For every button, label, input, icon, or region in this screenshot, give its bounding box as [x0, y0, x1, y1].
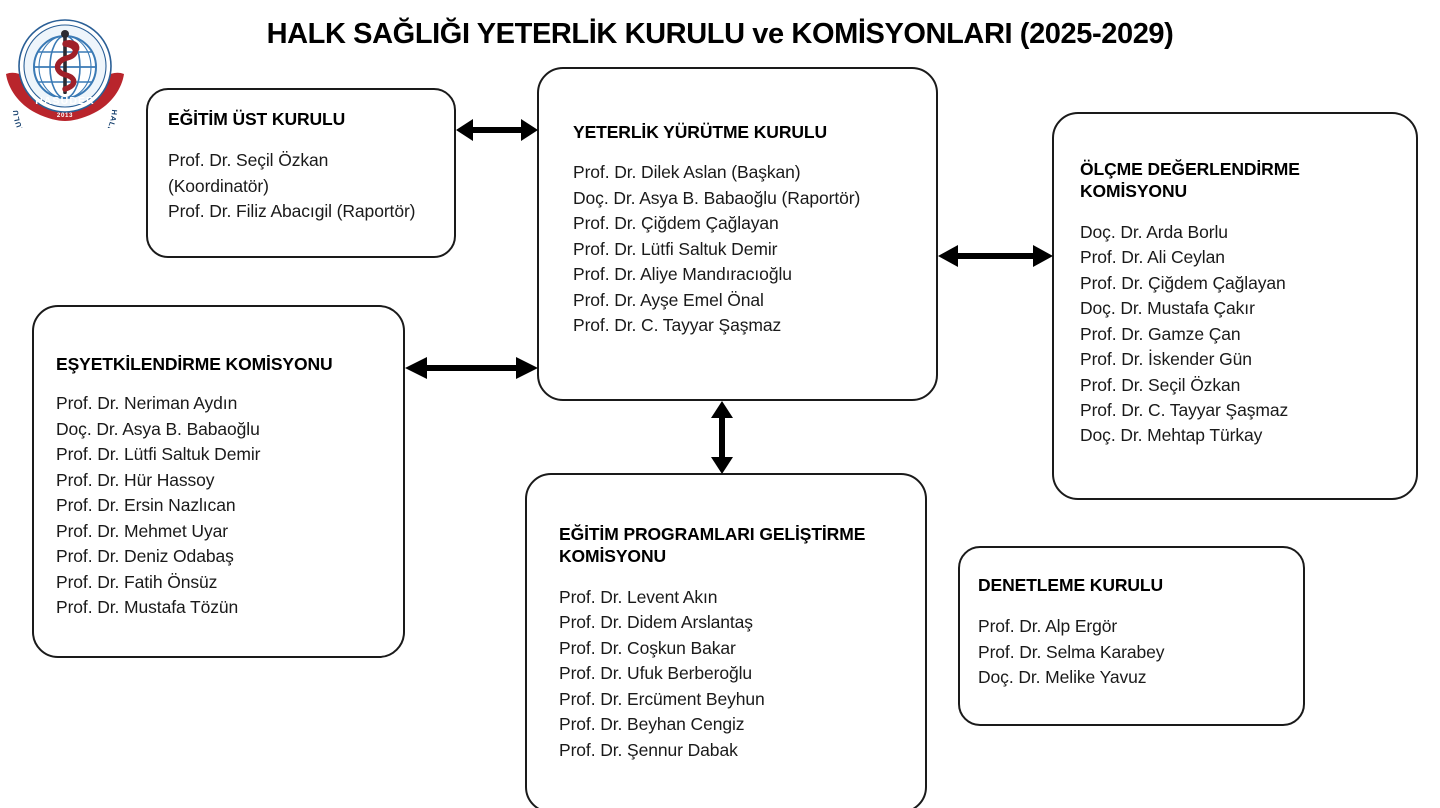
member-list: Prof. Dr. Levent Akın Prof. Dr. Didem Ar…	[559, 585, 907, 763]
list-item: Prof. Dr. Seçil Özkan	[168, 150, 329, 171]
member-list: Prof. Dr. Neriman Aydın Doç. Dr. Asya B.…	[46, 391, 385, 620]
list-item: Prof. Dr. Deniz Odabaş	[56, 546, 234, 567]
hasuder-logo: HALK SAĞLIĞI YETERLİK KURULU HASUDER 201…	[2, 12, 128, 128]
list-item: Doç. Dr. Melike Yavuz	[978, 667, 1147, 688]
node-egitim-programlari-gelistirme-komisyonu[interactable]: EĞİTİM PROGRAMLARI GELİŞTİRME KOMİSYONU …	[525, 473, 927, 808]
list-item: Doç. Dr. Mustafa Çakır	[1080, 298, 1255, 319]
list-item: Prof. Dr. Dilek Aslan (Başkan)	[573, 162, 801, 183]
list-item: Prof. Dr. C. Tayyar Şaşmaz	[1080, 399, 1289, 420]
list-item: Prof. Dr. Hür Hassoy	[56, 469, 215, 490]
logo-year-text: 2013	[57, 112, 73, 119]
list-item: Prof. Dr. Didem Arslantaş	[559, 612, 753, 633]
list-item: Prof. Dr. Ayşe Emel Önal	[573, 289, 764, 310]
list-item: Prof. Dr. Mustafa Tözün	[56, 597, 239, 618]
member-list: Prof. Dr. Seçil Özkan (Koordinatör) Prof…	[168, 148, 436, 224]
node-title: EŞYETKİLENDİRME KOMİSYONU	[56, 354, 333, 374]
list-item: Doç. Dr. Mehtap Türkay	[1080, 425, 1263, 446]
node-esyetkilendirme-komisyonu[interactable]: EŞYETKİLENDİRME KOMİSYONU Prof. Dr. Neri…	[32, 305, 405, 658]
list-item: (Koordinatör)	[168, 175, 269, 196]
list-item: Prof. Dr. Selma Karabey	[978, 641, 1165, 662]
list-item: Prof. Dr. Şennur Dabak	[559, 739, 738, 760]
list-item: Prof. Dr. Fatih Önsüz	[56, 571, 218, 592]
list-item: Doç. Dr. Arda Borlu	[1080, 221, 1228, 242]
list-item: Prof. Dr. Seçil Özkan	[1080, 374, 1241, 395]
double-arrow-horizontal-icon-yeterlik-to-olcme	[938, 240, 1053, 272]
list-item: Prof. Dr. Levent Akın	[559, 586, 718, 607]
list-item: Prof. Dr. Ersin Nazlıcan	[56, 495, 236, 516]
member-list: Doç. Dr. Arda Borlu Prof. Dr. Ali Ceylan…	[1080, 220, 1396, 449]
node-denetleme-kurulu[interactable]: DENETLEME KURULU Prof. Dr. Alp Ergör Pro…	[958, 546, 1305, 726]
node-title: ÖLÇME DEĞERLENDİRME KOMİSYONU	[1080, 159, 1300, 202]
list-item: Prof. Dr. Lütfi Saltuk Demir	[56, 444, 261, 465]
member-list: Prof. Dr. Dilek Aslan (Başkan) Doç. Dr. …	[573, 160, 916, 338]
double-arrow-horizontal-icon-esyetkilendirme-to-yeterlik	[405, 352, 538, 384]
node-title: DENETLEME KURULU	[978, 575, 1164, 595]
list-item: Prof. Dr. Ufuk Berberoğlu	[559, 663, 752, 684]
list-item: Prof. Dr. Ercüment Beyhun	[559, 688, 765, 709]
node-title: EĞİTİM ÜST KURULU	[168, 109, 346, 129]
list-item: Prof. Dr. Mehmet Uyar	[56, 520, 228, 541]
page-title: HALK SAĞLIĞI YETERLİK KURULU ve KOMİSYON…	[266, 18, 1174, 50]
node-title: EĞİTİM PROGRAMLARI GELİŞTİRME KOMİSYONU	[559, 524, 866, 567]
list-item: Prof. Dr. Çiğdem Çağlayan	[573, 213, 779, 234]
list-item: Prof. Dr. Ali Ceylan	[1080, 247, 1225, 268]
list-item: Doç. Dr. Asya B. Babaoğlu	[56, 418, 260, 439]
list-item: Prof. Dr. Gamze Çan	[1080, 323, 1241, 344]
member-list: Prof. Dr. Alp Ergör Prof. Dr. Selma Kara…	[978, 614, 1285, 690]
list-item: Prof. Dr. Lütfi Saltuk Demir	[573, 238, 778, 259]
double-arrow-horizontal-icon-egitim-ust-to-yeterlik	[456, 114, 538, 146]
list-item: Prof. Dr. Coşkun Bakar	[559, 637, 736, 658]
list-item: Prof. Dr. C. Tayyar Şaşmaz	[573, 315, 782, 336]
list-item: Prof. Dr. İskender Gün	[1080, 349, 1252, 370]
list-item: Prof. Dr. Beyhan Cengiz	[559, 714, 745, 735]
list-item: Doç. Dr. Asya B. Babaoğlu (Raportör)	[573, 187, 861, 208]
double-arrow-vertical-icon-yeterlik-to-egitim-programlari	[706, 401, 738, 474]
node-olcme-degerlendirme-komisyonu[interactable]: ÖLÇME DEĞERLENDİRME KOMİSYONU Doç. Dr. A…	[1052, 112, 1418, 500]
node-title: YETERLİK YÜRÜTME KURULU	[573, 122, 828, 142]
node-yeterlik-yurutme-kurulu[interactable]: YETERLİK YÜRÜTME KURULU Prof. Dr. Dilek …	[537, 67, 938, 401]
list-item: Prof. Dr. Alp Ergör	[978, 616, 1118, 637]
logo-ribbon-text: HASUDER	[35, 95, 95, 107]
list-item: Prof. Dr. Neriman Aydın	[56, 393, 238, 414]
list-item: Prof. Dr. Filiz Abacıgil (Raportör)	[168, 201, 416, 222]
list-item: Prof. Dr. Çiğdem Çağlayan	[1080, 272, 1286, 293]
node-egitim-ust-kurulu[interactable]: EĞİTİM ÜST KURULU Prof. Dr. Seçil Özkan …	[146, 88, 456, 258]
list-item: Prof. Dr. Aliye Mandıracıoğlu	[573, 264, 792, 285]
